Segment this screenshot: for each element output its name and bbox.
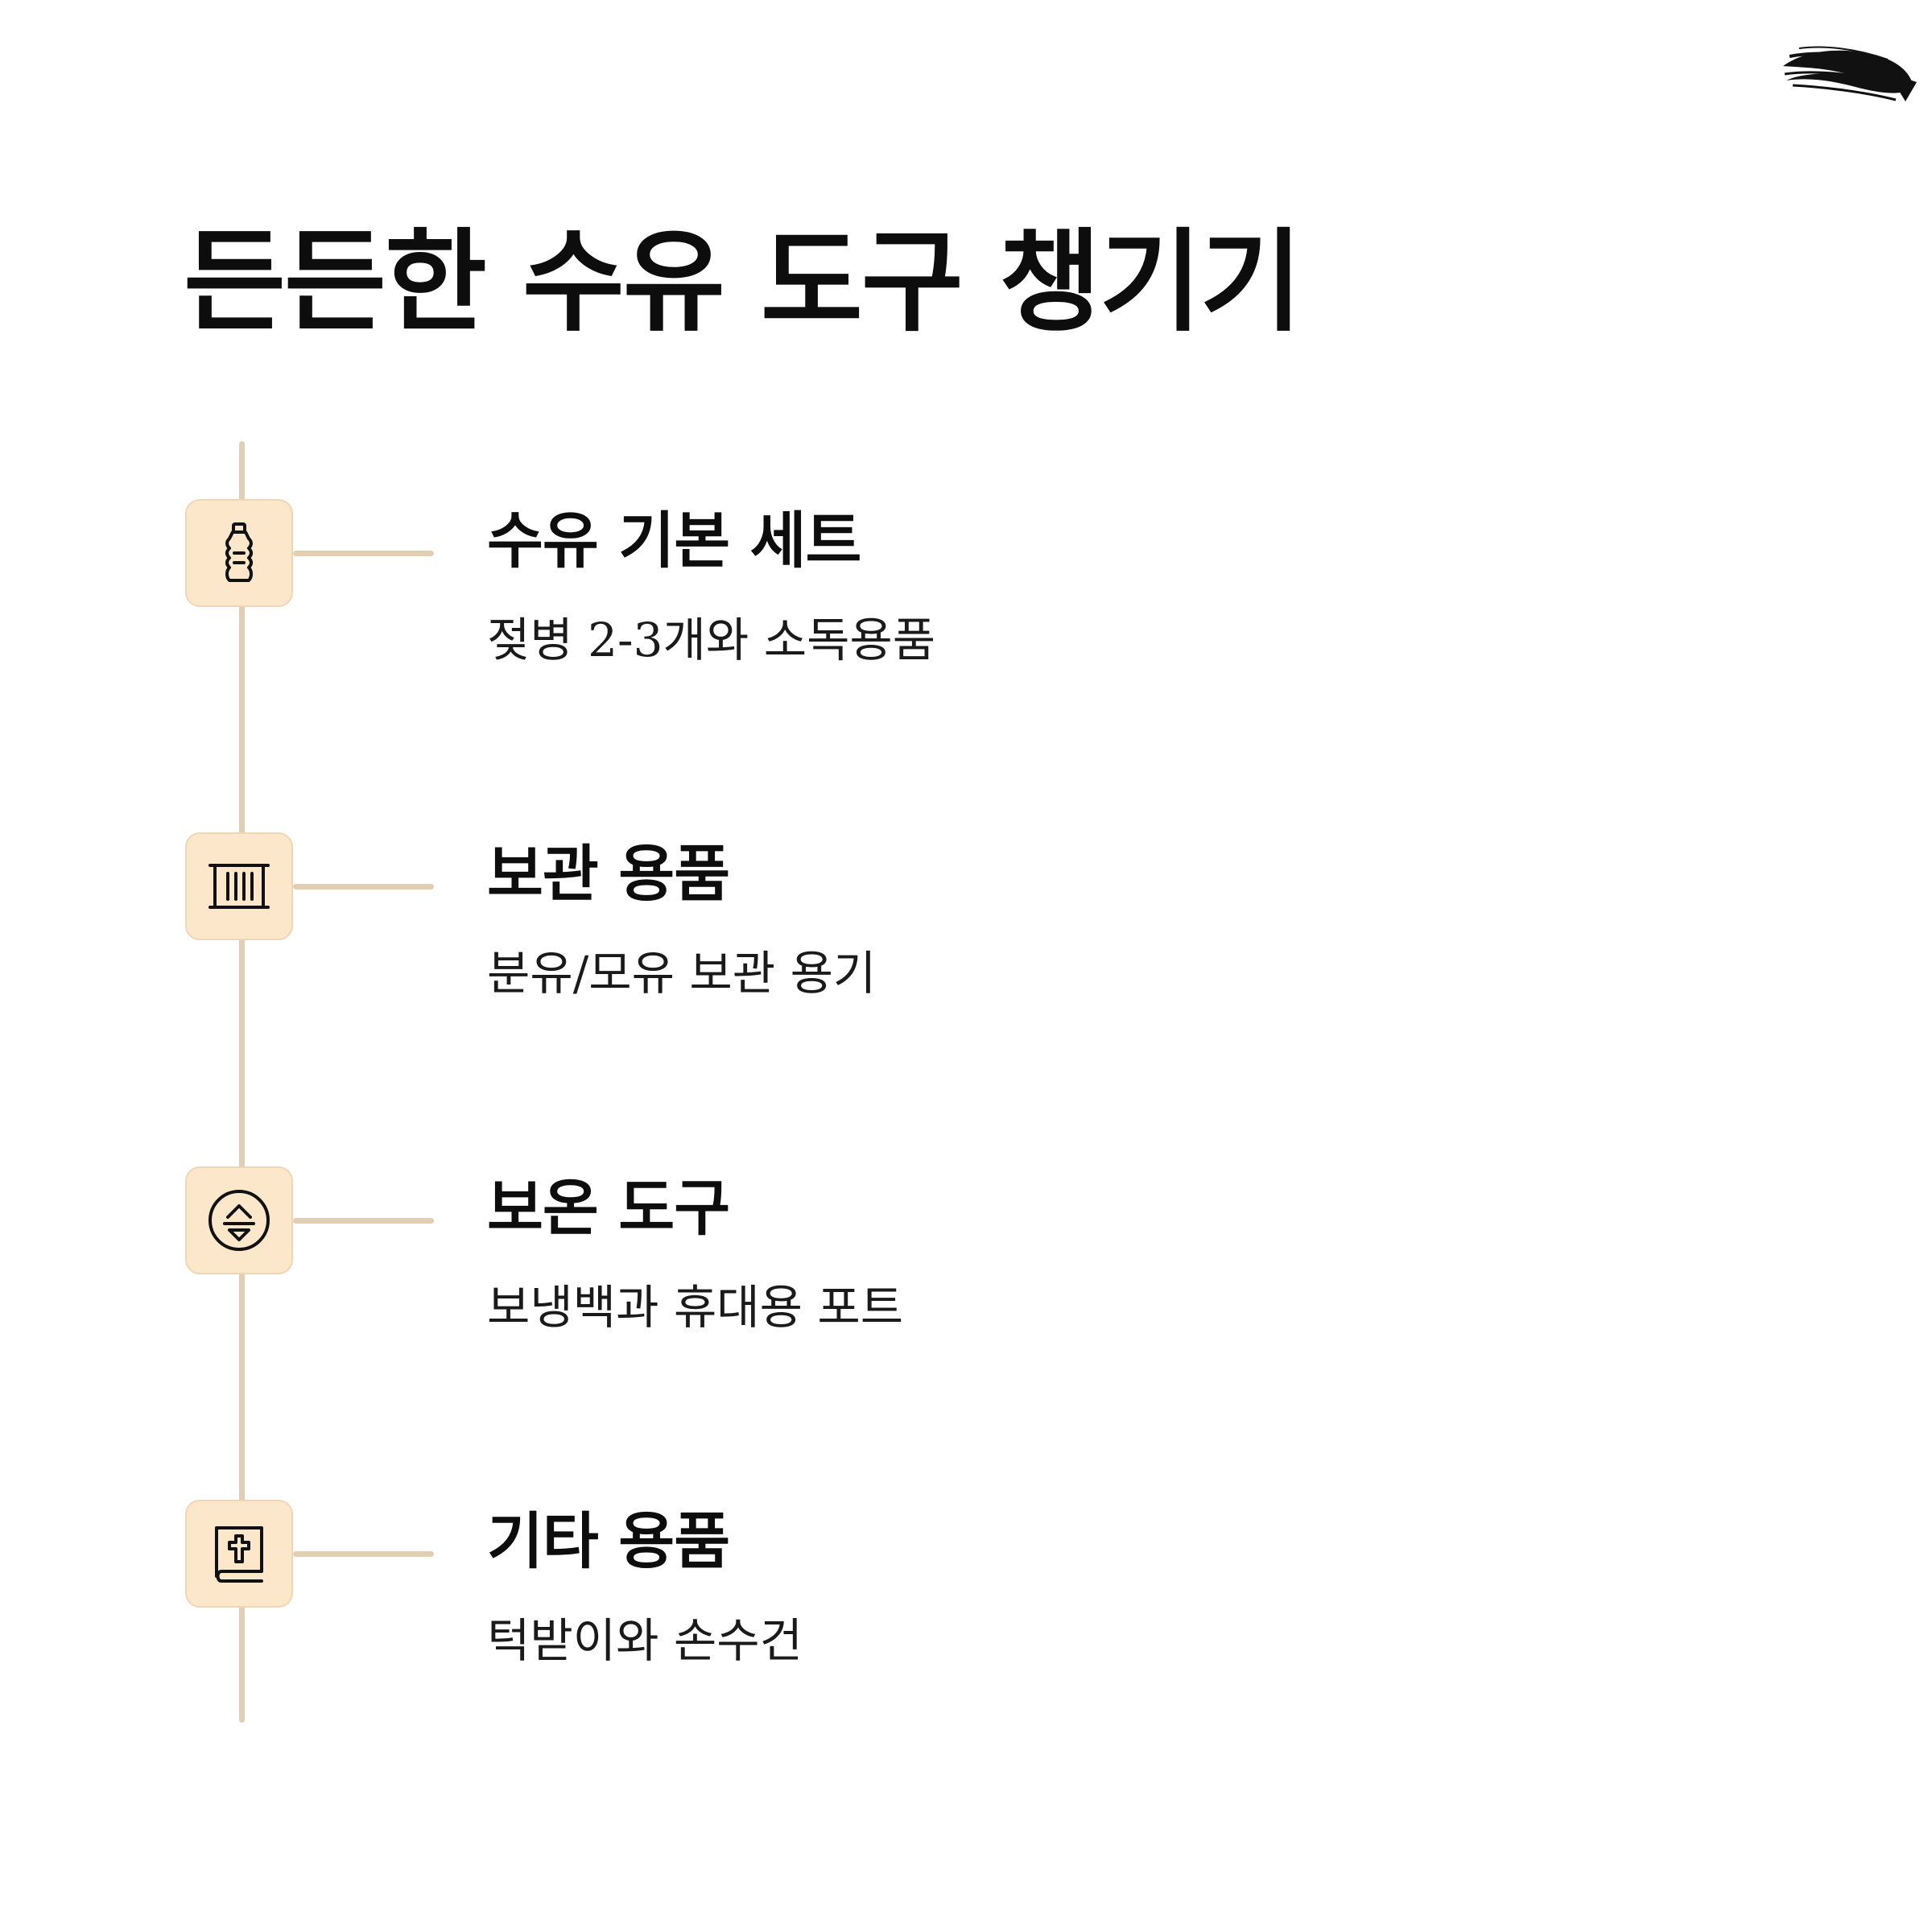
step-connector [293, 551, 434, 556]
brush-stroke-decoration [1783, 46, 1917, 101]
step-description: 턱받이와 손수건 [487, 1613, 803, 1668]
book-cross-icon [215, 1526, 263, 1583]
step-icon-box [185, 499, 293, 607]
step-connector [293, 1218, 434, 1224]
temperature-toggle-icon [208, 1190, 270, 1251]
step-description: 분유/모유 보관 용기 [487, 946, 877, 1001]
timeline-line [239, 441, 245, 1723]
step-connector [293, 884, 434, 890]
step-icon-box [185, 1500, 293, 1608]
bottle-icon [225, 522, 253, 582]
storage-container-icon [208, 864, 270, 909]
timeline-step-etc: 기타 용품 턱받이와 손수건 [0, 1500, 1932, 1677]
timeline-step-storage: 보관 용품 분유/모유 보관 용기 [0, 832, 1932, 1009]
step-description: 젖병 2-3개와 소독용품 [487, 613, 936, 667]
step-icon-box [185, 832, 293, 940]
step-description: 보냉백과 휴대용 포트 [487, 1280, 904, 1335]
step-title: 기타 용품 [487, 1505, 730, 1577]
timeline-step-basic-set: 수유 기본 세트 젖병 2-3개와 소독용품 [0, 499, 1932, 676]
step-title: 수유 기본 세트 [487, 505, 861, 576]
timeline-step-warmth: 보온 도구 보냉백과 휴대용 포트 [0, 1166, 1932, 1344]
page-title: 든든한 수유 도구 챙기기 [184, 217, 1302, 347]
step-connector [293, 1551, 434, 1557]
step-title: 보온 도구 [487, 1172, 730, 1244]
step-icon-box [185, 1166, 293, 1274]
step-title: 보관 용품 [487, 838, 730, 910]
